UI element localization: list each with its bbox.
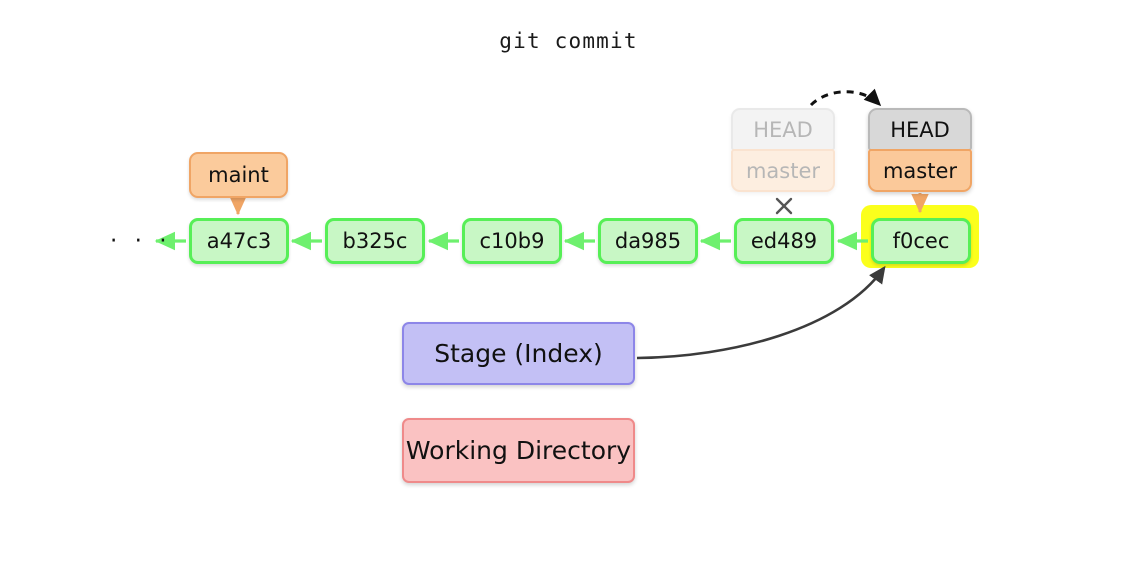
branch-label-maint[interactable]: maint (189, 152, 288, 198)
history-ellipsis: · · · (110, 228, 172, 254)
stage-index-box[interactable]: Stage (Index) (402, 322, 635, 385)
commit-node-ed489[interactable]: ed489 (734, 218, 834, 264)
ref-stack-current[interactable]: HEAD master (868, 108, 972, 192)
commit-node-c10b9[interactable]: c10b9 (462, 218, 562, 264)
detached-x-mark (775, 197, 793, 215)
commit-node-a47c3[interactable]: a47c3 (189, 218, 289, 264)
page-title: git commit (499, 29, 638, 53)
head-label-current[interactable]: HEAD (868, 108, 972, 151)
head-label-previous: HEAD (731, 108, 835, 151)
stage-to-commit-arrow (636, 265, 886, 360)
ref-stack-previous: HEAD master (731, 108, 835, 192)
head-move-arrow (809, 88, 882, 107)
branch-label-master-previous: master (731, 149, 835, 192)
commit-node-f0cec[interactable]: f0cec (871, 218, 971, 264)
branch-label-master-current[interactable]: master (868, 149, 972, 192)
commit-node-da985[interactable]: da985 (598, 218, 698, 264)
commit-node-b325c[interactable]: b325c (325, 218, 425, 264)
working-directory-box[interactable]: Working Directory (402, 418, 635, 483)
